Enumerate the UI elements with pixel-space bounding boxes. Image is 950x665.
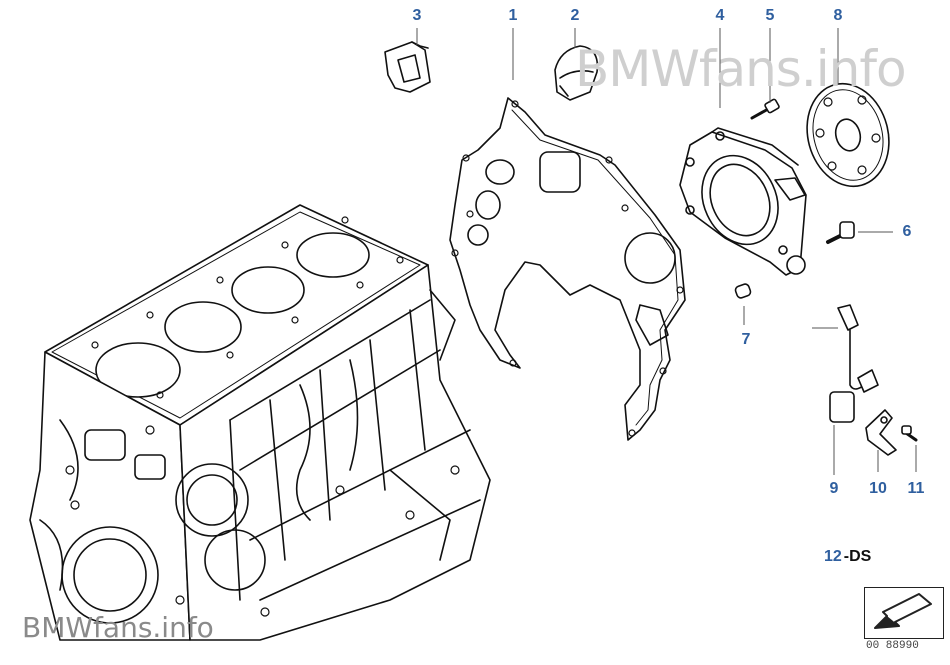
callout-7[interactable]: 7 bbox=[741, 331, 751, 348]
sensor-part-9[interactable] bbox=[829, 304, 879, 423]
engine-block[interactable] bbox=[29, 204, 491, 641]
callout-2[interactable]: 2 bbox=[570, 7, 580, 24]
callout-8[interactable]: 8 bbox=[833, 7, 843, 24]
callout-1[interactable]: 1 bbox=[508, 7, 518, 24]
bolt-part-6[interactable] bbox=[826, 221, 855, 244]
callout-12-number: 12 bbox=[824, 548, 842, 565]
cap-part-2[interactable] bbox=[554, 45, 599, 101]
gasket-plate[interactable] bbox=[449, 97, 686, 441]
watermark-top: BMWfans.info bbox=[575, 40, 907, 98]
callout-12-suffix: -DS bbox=[843, 548, 872, 565]
callout-4[interactable]: 4 bbox=[715, 7, 725, 24]
bracket-part-3[interactable] bbox=[384, 41, 431, 93]
callout-10[interactable]: 10 bbox=[869, 480, 887, 497]
document-code: 00 88990 bbox=[866, 640, 919, 652]
leader-lines bbox=[416, 28, 917, 475]
screw-part-11[interactable] bbox=[901, 425, 918, 442]
pulse-wheel[interactable] bbox=[796, 74, 900, 195]
callout-11[interactable]: 11 bbox=[907, 480, 925, 497]
callout-9[interactable]: 9 bbox=[829, 480, 839, 497]
callout-6[interactable]: 6 bbox=[902, 223, 912, 240]
callout-5[interactable]: 5 bbox=[765, 7, 775, 24]
watermark-bottom: BMWfans.info bbox=[22, 611, 214, 644]
callout-12[interactable]: 12-DS bbox=[824, 548, 871, 566]
dowel-part-7[interactable] bbox=[734, 283, 752, 299]
callout-3[interactable]: 3 bbox=[412, 7, 422, 24]
seal-housing[interactable] bbox=[679, 127, 807, 276]
bolt-part-5[interactable] bbox=[750, 98, 780, 120]
arrow-down-left-icon[interactable] bbox=[864, 587, 944, 639]
clip-part-10[interactable] bbox=[865, 409, 897, 456]
